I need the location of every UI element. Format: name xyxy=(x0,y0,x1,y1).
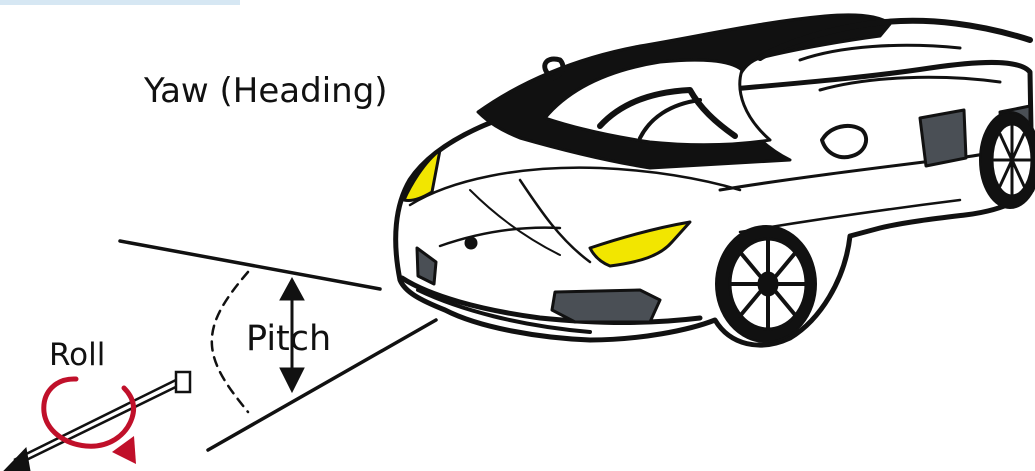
roll-label: Roll xyxy=(49,340,105,371)
pitch-dashed-arc xyxy=(212,272,248,412)
side-vent-front xyxy=(920,110,966,166)
badge xyxy=(465,237,477,249)
yaw-label: Yaw (Heading) xyxy=(144,74,388,108)
front-wheel xyxy=(716,226,816,342)
sports-car-icon xyxy=(396,15,1035,345)
level-reference-line xyxy=(120,241,380,289)
antenna-loop xyxy=(545,59,563,78)
roll-axis-arrow xyxy=(4,372,190,471)
right-intake xyxy=(552,290,660,322)
pitch-label: Pitch xyxy=(246,322,331,357)
side-mirror xyxy=(822,126,866,157)
rear-wheel xyxy=(980,112,1035,208)
